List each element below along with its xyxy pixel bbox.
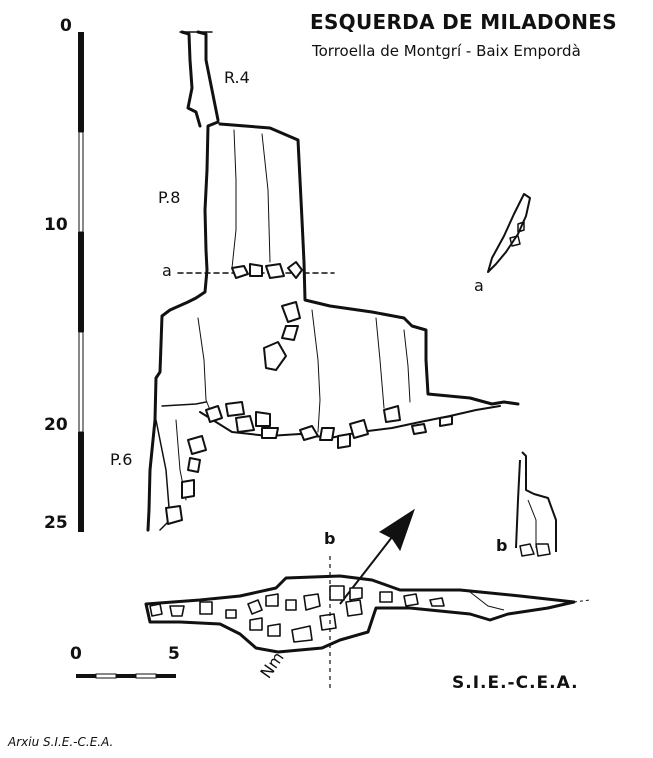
cross-section-a-label: a <box>474 276 484 295</box>
depth-scale-bar <box>78 32 84 532</box>
cross-section-b-marker: b <box>324 529 336 548</box>
archive-note: Arxiu S.I.E.-C.E.A. <box>8 735 114 749</box>
depth-label-20: 20 <box>44 415 68 435</box>
plan-boulders <box>149 585 445 643</box>
survey-title: ESQUERDA DE MILADONES <box>310 10 617 34</box>
cross-section-a <box>487 193 531 273</box>
scale-label-start: 0 <box>70 644 82 664</box>
boulders <box>165 261 453 525</box>
scale-label-end: 5 <box>168 644 180 664</box>
cross-section-b-label: b <box>496 536 508 555</box>
pitch-label-r4: R.4 <box>224 68 250 87</box>
survey-credit: S.I.E.-C.E.A. <box>452 673 579 693</box>
depth-label-10: 10 <box>44 215 68 235</box>
horizontal-scale-bar <box>76 673 176 679</box>
longitudinal-section <box>146 30 520 532</box>
pitch-label-p6: P.6 <box>110 450 133 469</box>
depth-label-25: 25 <box>44 513 68 533</box>
survey-location: Torroella de Montgrí - Baix Empordà <box>312 42 581 60</box>
pitch-label-p8: P.8 <box>158 188 181 207</box>
plan-view <box>144 574 591 654</box>
cross-section-a-marker: a <box>162 261 172 280</box>
cross-section-b <box>515 451 557 557</box>
depth-label-0: 0 <box>60 16 72 36</box>
